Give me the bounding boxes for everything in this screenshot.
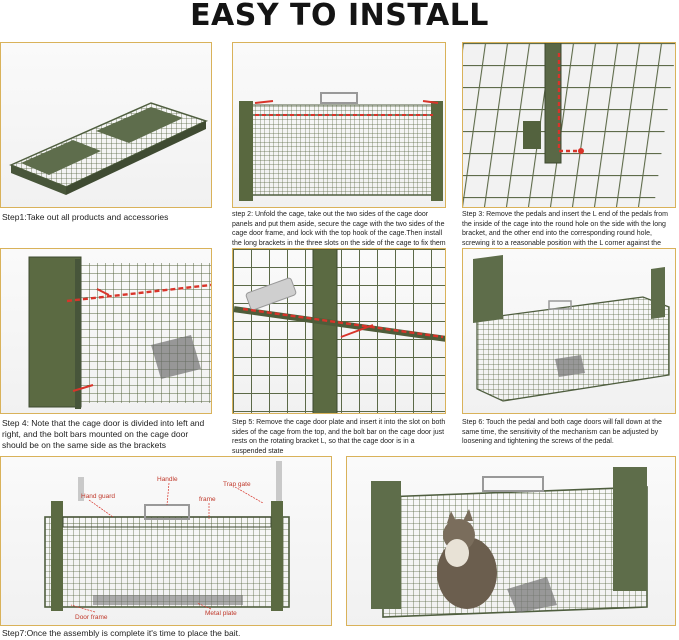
cat-in-trap-image xyxy=(371,467,648,618)
labeled-cage-diagram: Hand guard Handle Trap gate frame Door f… xyxy=(44,461,290,621)
folded-cage-image xyxy=(9,102,209,195)
cage-door-image xyxy=(28,256,211,409)
label-trap-gate: Trap gate xyxy=(223,481,251,488)
step1-photo xyxy=(0,42,212,208)
step7-caption: Step7:Once the assembly is complete it's… xyxy=(2,628,241,638)
step6-caption: Step 6: Touch the pedal and both cage do… xyxy=(462,419,662,445)
step6-photo xyxy=(462,248,676,414)
door-plate-image xyxy=(233,249,445,413)
step5-caption: Step 5: Remove the cage door plate and i… xyxy=(232,419,446,455)
cat-cage-photo xyxy=(346,456,676,626)
step2-caption: step 2: Unfold the cage, take out the tw… xyxy=(232,211,446,247)
step4-photo xyxy=(0,248,212,414)
step5-photo xyxy=(232,248,446,414)
label-frame: frame xyxy=(199,496,216,503)
pedal-closeup-image xyxy=(463,43,675,207)
step4-caption: Step 4: Note that the cage door is divid… xyxy=(2,418,205,450)
label-door-frame: Door frame xyxy=(75,614,108,621)
step1-caption: Step1:Take out all products and accessor… xyxy=(2,212,169,222)
label-handle: Handle xyxy=(157,476,178,483)
label-hand-guard: Hand guard xyxy=(81,493,115,500)
step7-photo: Hand guard Handle Trap gate frame Door f… xyxy=(0,456,332,626)
cage-assembled-image xyxy=(239,92,443,201)
cage-set-image xyxy=(473,255,670,402)
page-title: EASY TO INSTALL xyxy=(190,0,489,33)
step3-photo xyxy=(462,42,676,208)
step2-photo xyxy=(232,42,446,208)
label-metal-plate: Metal plate xyxy=(205,610,237,617)
